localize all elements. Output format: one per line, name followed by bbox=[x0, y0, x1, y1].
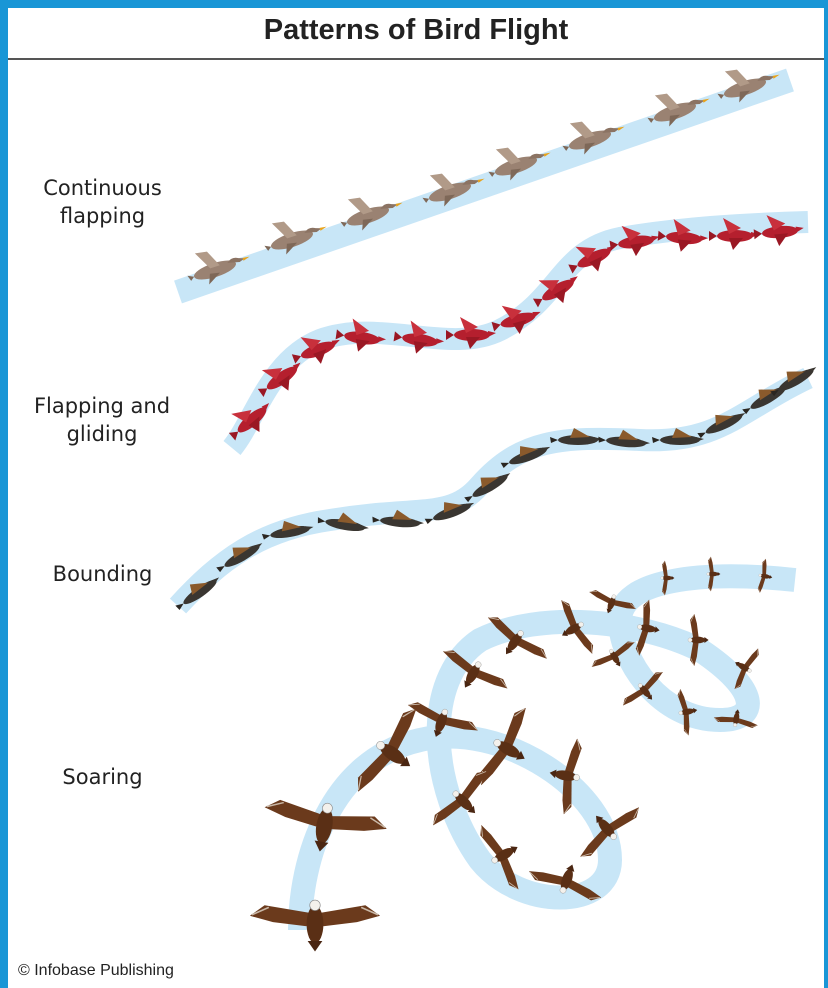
label-line: gliding bbox=[16, 420, 188, 448]
label-line: flapping bbox=[20, 202, 185, 230]
label-line: Flapping and bbox=[16, 392, 188, 420]
label-soaring: Soaring bbox=[20, 763, 185, 791]
publisher-credit: © Infobase Publishing bbox=[18, 962, 174, 980]
label-line: Continuous bbox=[20, 174, 185, 202]
label-bounding: Bounding bbox=[20, 560, 185, 588]
label-continuous-flapping: Continuous flapping bbox=[20, 174, 185, 230]
label-flapping-gliding: Flapping and gliding bbox=[16, 392, 188, 448]
label-line: Soaring bbox=[20, 763, 185, 791]
continuous-flapping-path bbox=[178, 80, 790, 292]
label-line: Bounding bbox=[20, 560, 185, 588]
eagle-icon bbox=[250, 900, 380, 951]
